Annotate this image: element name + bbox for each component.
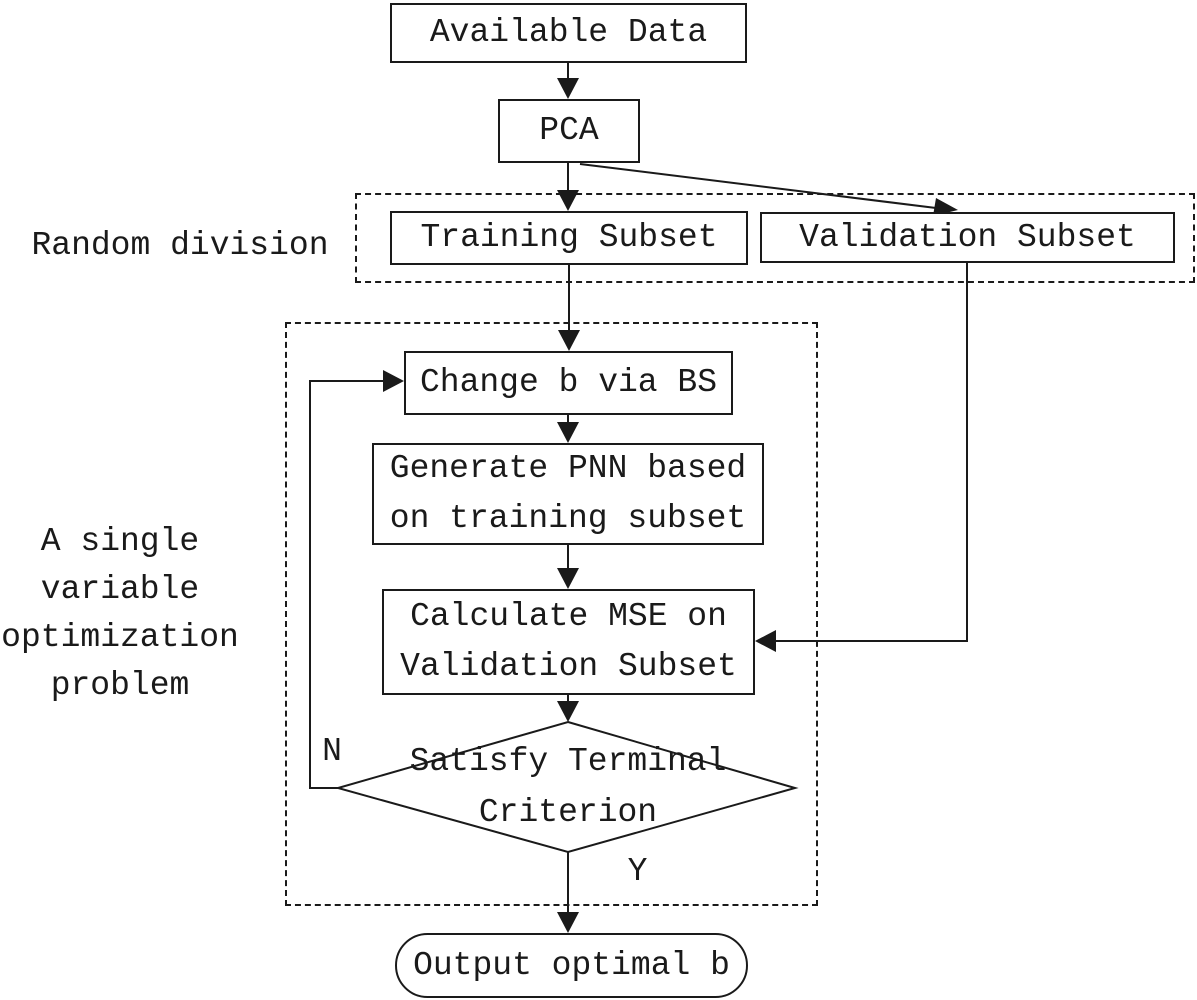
training-subset-label: Training Subset bbox=[420, 219, 718, 256]
change-b-node: Change b via BS bbox=[404, 351, 733, 415]
arrow-training-to-changeb bbox=[558, 265, 580, 351]
branch-y-label: Y bbox=[627, 853, 648, 890]
calculate-mse-node: Calculate MSE on Validation Subset bbox=[382, 589, 755, 695]
optimization-problem-group bbox=[285, 322, 818, 906]
pca-node: PCA bbox=[498, 99, 640, 163]
output-label: Output optimal b bbox=[413, 946, 730, 984]
optimization-problem-line2: variable bbox=[40, 571, 200, 608]
calculate-mse-line2: Validation Subset bbox=[400, 648, 737, 685]
change-b-label: Change b via BS bbox=[419, 364, 718, 401]
generate-pnn-node: Generate PNN based on training subset bbox=[372, 443, 764, 545]
optimization-problem-line4: problem bbox=[50, 667, 190, 704]
optimization-problem-line3: optimization bbox=[1, 619, 239, 656]
arrow-validation-to-mse bbox=[755, 263, 968, 652]
arrow-pca-to-training bbox=[557, 163, 579, 211]
arrow-yes-to-output bbox=[557, 852, 579, 933]
arrow-pnn-to-mse bbox=[557, 545, 579, 589]
terminal-criterion-line2: Criterion bbox=[478, 794, 658, 831]
calculate-mse-line1: Calculate MSE on bbox=[410, 598, 727, 635]
generate-pnn-line2: on training subset bbox=[389, 500, 747, 537]
arrow-pca-to-validation bbox=[579, 163, 958, 216]
generate-pnn-line1: Generate PNN based bbox=[389, 450, 747, 487]
arrow-mse-to-criterion bbox=[557, 695, 579, 722]
terminal-criterion-line1: Satisfy Terminal bbox=[409, 743, 727, 780]
terminal-criterion-text: Satisfy Terminal Criterion bbox=[388, 736, 748, 838]
training-subset-node: Training Subset bbox=[390, 211, 748, 265]
arrow-available-to-pca bbox=[557, 63, 579, 99]
random-division-label: Random division bbox=[31, 227, 329, 264]
available-data-label: Available Data bbox=[429, 14, 708, 51]
random-division-group bbox=[355, 193, 1195, 283]
validation-subset-node: Validation Subset bbox=[760, 212, 1175, 263]
validation-subset-label: Validation Subset bbox=[799, 218, 1136, 256]
arrow-changeb-to-pnn bbox=[557, 415, 579, 443]
optimization-problem-label: A single variable optimization problem bbox=[0, 518, 240, 710]
branch-n-label: N bbox=[322, 733, 342, 770]
pca-label: PCA bbox=[539, 112, 599, 149]
available-data-node: Available Data bbox=[390, 3, 747, 63]
output-node: Output optimal b bbox=[395, 933, 748, 998]
arrow-loop-no bbox=[309, 370, 404, 789]
optimization-problem-line1: A single bbox=[40, 523, 200, 560]
